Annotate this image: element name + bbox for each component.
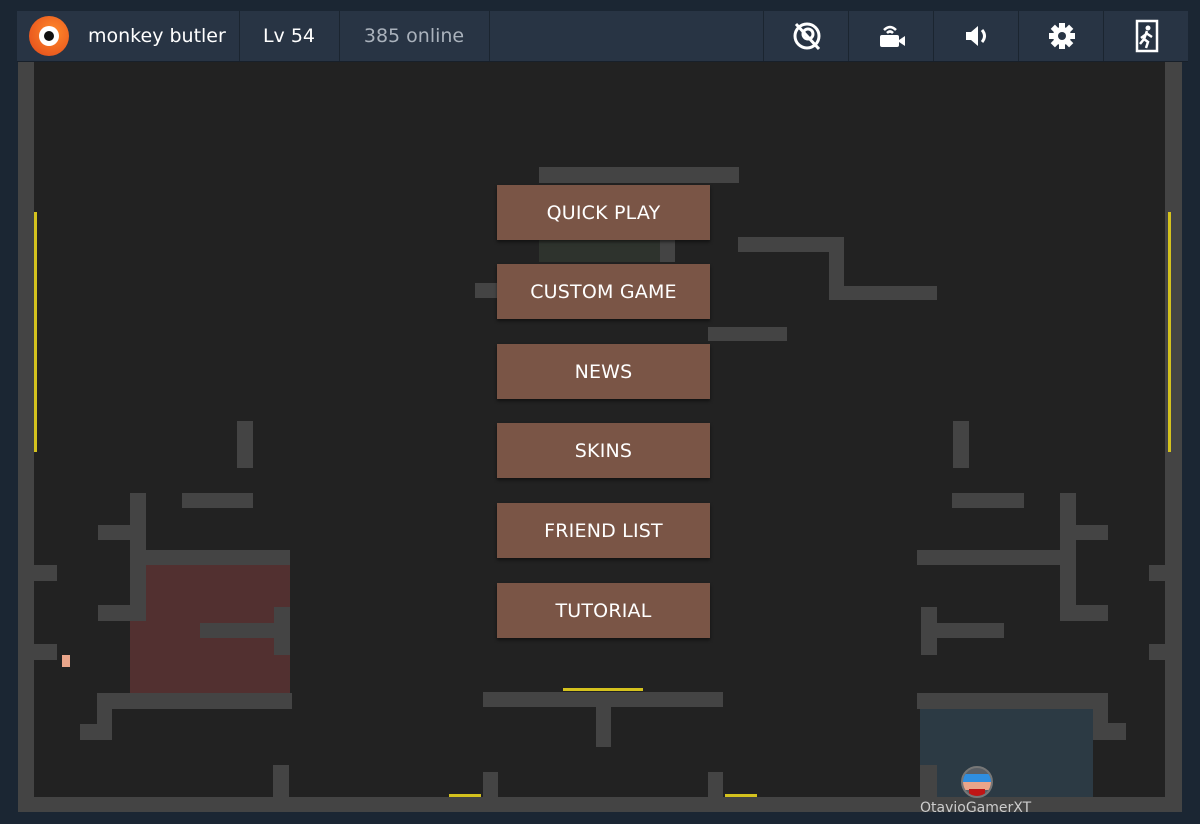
wall	[596, 707, 611, 747]
game-map: QUICK PLAY CUSTOM GAME NEWS SKINS FRIEND…	[18, 62, 1182, 812]
wall	[98, 605, 146, 621]
wall	[274, 607, 290, 655]
volume-button[interactable]	[933, 11, 1019, 61]
goal-line	[725, 794, 757, 797]
wall	[937, 623, 1004, 638]
wall	[18, 797, 1182, 812]
wall	[97, 693, 292, 709]
wall	[483, 692, 723, 707]
wall	[483, 772, 498, 797]
wall	[539, 167, 739, 183]
wall	[1149, 644, 1165, 660]
wall	[475, 283, 497, 298]
wall	[182, 493, 253, 508]
green-zone	[539, 240, 660, 262]
wall	[237, 421, 253, 468]
wall	[917, 693, 1108, 709]
wall	[921, 607, 937, 655]
online-text: 385 online	[363, 25, 465, 47]
wall	[1108, 723, 1126, 740]
wall	[1093, 709, 1108, 740]
wall	[98, 525, 146, 540]
wall	[273, 765, 289, 797]
username: monkey butler	[88, 25, 226, 47]
top-bar: monkey butler Lv 54 385 online	[17, 11, 1188, 62]
goal-line	[34, 212, 37, 452]
wall	[708, 327, 787, 341]
wall	[953, 421, 969, 468]
camera-broadcast-icon	[879, 25, 905, 47]
wall	[34, 565, 57, 581]
wall	[200, 623, 290, 638]
level-display: Lv 54	[239, 11, 340, 61]
hide-eye-icon	[793, 22, 820, 51]
pickup-item	[62, 655, 70, 667]
level-text: Lv 54	[262, 25, 316, 47]
wall	[738, 237, 844, 252]
online-count: 385 online	[339, 11, 490, 61]
wall	[829, 237, 844, 300]
player-name: OtavioGamerXT	[920, 800, 1032, 812]
wall	[146, 550, 290, 565]
news-button[interactable]: NEWS	[497, 344, 710, 399]
wall	[80, 724, 112, 740]
wall	[130, 493, 146, 621]
wall	[920, 765, 937, 797]
goal-line	[563, 688, 643, 691]
profile-section[interactable]: monkey butler	[17, 11, 240, 61]
wall	[1076, 525, 1108, 540]
gear-icon	[1048, 23, 1075, 49]
camera-button[interactable]	[848, 11, 934, 61]
goal-line	[449, 794, 481, 797]
exit-door-icon	[1135, 19, 1158, 53]
logo-icon	[29, 16, 69, 56]
volume-icon	[965, 26, 986, 46]
red-zone	[130, 621, 146, 693]
blue-zone	[920, 709, 1093, 797]
wall	[917, 550, 1076, 565]
friend-list-button[interactable]: FRIEND LIST	[497, 503, 710, 558]
wall	[660, 240, 675, 262]
quick-play-button[interactable]: QUICK PLAY	[497, 185, 710, 240]
hide-eye-button[interactable]	[763, 11, 849, 61]
wall	[1149, 565, 1165, 581]
wall	[829, 286, 937, 300]
wall	[1076, 605, 1108, 621]
skins-button[interactable]: SKINS	[497, 423, 710, 478]
wall	[18, 62, 34, 812]
custom-game-button[interactable]: CUSTOM GAME	[497, 264, 710, 319]
wall	[952, 493, 1024, 508]
wall	[34, 644, 57, 660]
exit-button[interactable]	[1103, 11, 1189, 61]
settings-button[interactable]	[1018, 11, 1104, 61]
player-avatar	[961, 766, 993, 798]
goal-line	[1168, 212, 1171, 452]
wall	[708, 772, 723, 797]
tutorial-button[interactable]: TUTORIAL	[497, 583, 710, 638]
